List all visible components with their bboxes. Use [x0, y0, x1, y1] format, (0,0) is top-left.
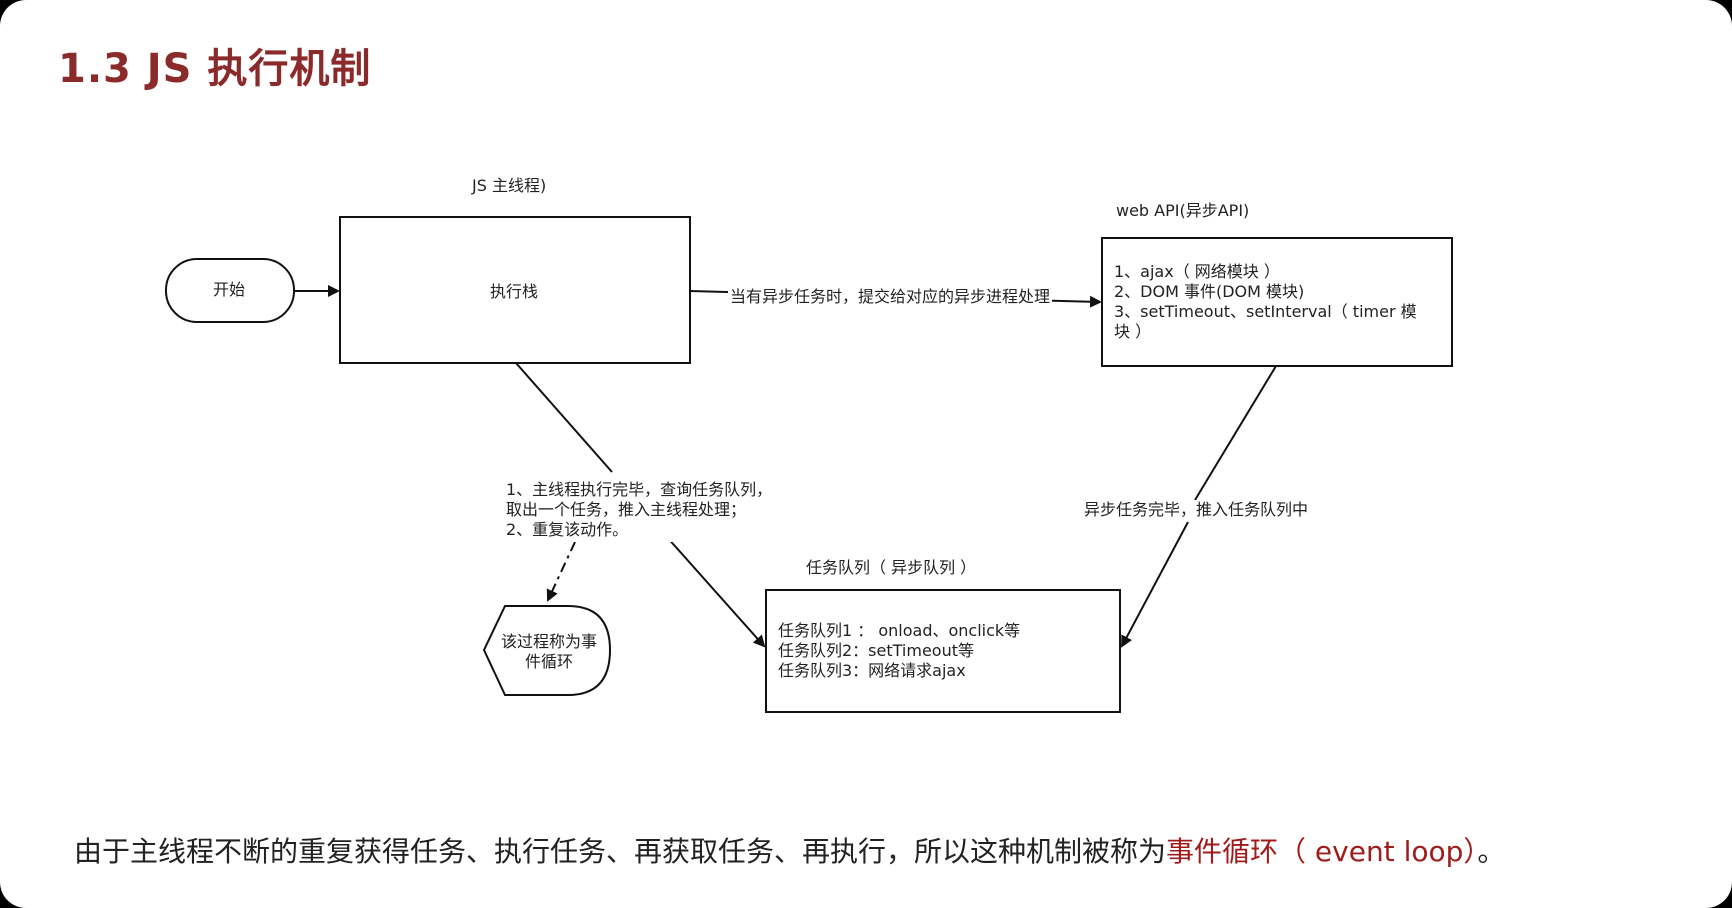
event-loop-line: 该过程称为事 [500, 632, 597, 651]
exec-stack-label: 执行栈 [490, 282, 539, 301]
web-api-item: 2、DOM 事件(DOM 模块) [1114, 282, 1305, 301]
exec-stack-box [339, 216, 691, 364]
event-loop-node [482, 605, 612, 696]
arrow-stack-to-queue-tail [665, 535, 766, 648]
web-api-item: 1、ajax（ 网络模块 ） [1114, 262, 1280, 281]
web-api-caption: web API(异步API) [1116, 201, 1250, 220]
task-queue-item: 任务队列3：网络请求ajax [778, 661, 966, 680]
task-queue-caption: 任务队列（ 异步队列 ） [806, 558, 977, 577]
web-api-box [1101, 237, 1453, 367]
loop-step: 1、主线程执行完毕，查询任务队列， [506, 480, 773, 499]
event-loop-line: 件循环 [524, 652, 573, 671]
task-queue-item: 任务队列2：setTimeout等 [778, 641, 974, 660]
event-loop-label: 该过程称为事 件循环 [496, 632, 602, 672]
summary-highlight: 事件循环（ event loop） [1166, 835, 1478, 868]
arrow-webapi-to-queue-upper [1194, 365, 1277, 501]
page-title: 1.3 JS 执行机制 [58, 46, 372, 92]
dashed-arrow-to-event-loop [546, 541, 576, 602]
web-api-list: 1、ajax（ 网络模块 ） 2、DOM 事件(DOM 模块) 3、setTim… [1114, 262, 1417, 342]
web-api-item: 块 ） [1114, 322, 1152, 341]
task-queue-box [765, 589, 1121, 713]
task-queue-list: 任务队列1 ： onload、onclick等 任务队列2：setTimeout… [778, 621, 1020, 681]
loop-step: 2、重复该动作。 [506, 520, 629, 539]
web-api-item: 3、setTimeout、setInterval（ timer 模 [1114, 302, 1417, 321]
summary-text: 由于主线程不断的重复获得任务、执行任务、再获取任务、再执行，所以这种机制被称为 [74, 835, 1167, 868]
start-label: 开始 [213, 280, 246, 299]
summary-end: 。 [1477, 835, 1506, 868]
loop-steps: 1、主线程执行完毕，查询任务队列， 取出一个任务，推入主线程处理； 2、重复该动… [502, 478, 777, 542]
async-done-label: 异步任务完毕，推入任务队列中 [1082, 500, 1311, 520]
main-thread-caption: JS 主线程) [472, 176, 547, 195]
submit-arrow-label: 当有异步任务时，提交给对应的异步进程处理 [728, 287, 1053, 307]
task-queue-item: 任务队列1 ： onload、onclick等 [778, 621, 1021, 640]
arrow-stack-to-queue [515, 362, 613, 473]
summary-sentence: 由于主线程不断的重复获得任务、执行任务、再获取任务、再执行，所以这种机制被称为事… [74, 830, 1505, 870]
loop-step: 取出一个任务，推入主线程处理； [506, 500, 747, 519]
arrow-webapi-to-queue-lower [1121, 521, 1189, 648]
